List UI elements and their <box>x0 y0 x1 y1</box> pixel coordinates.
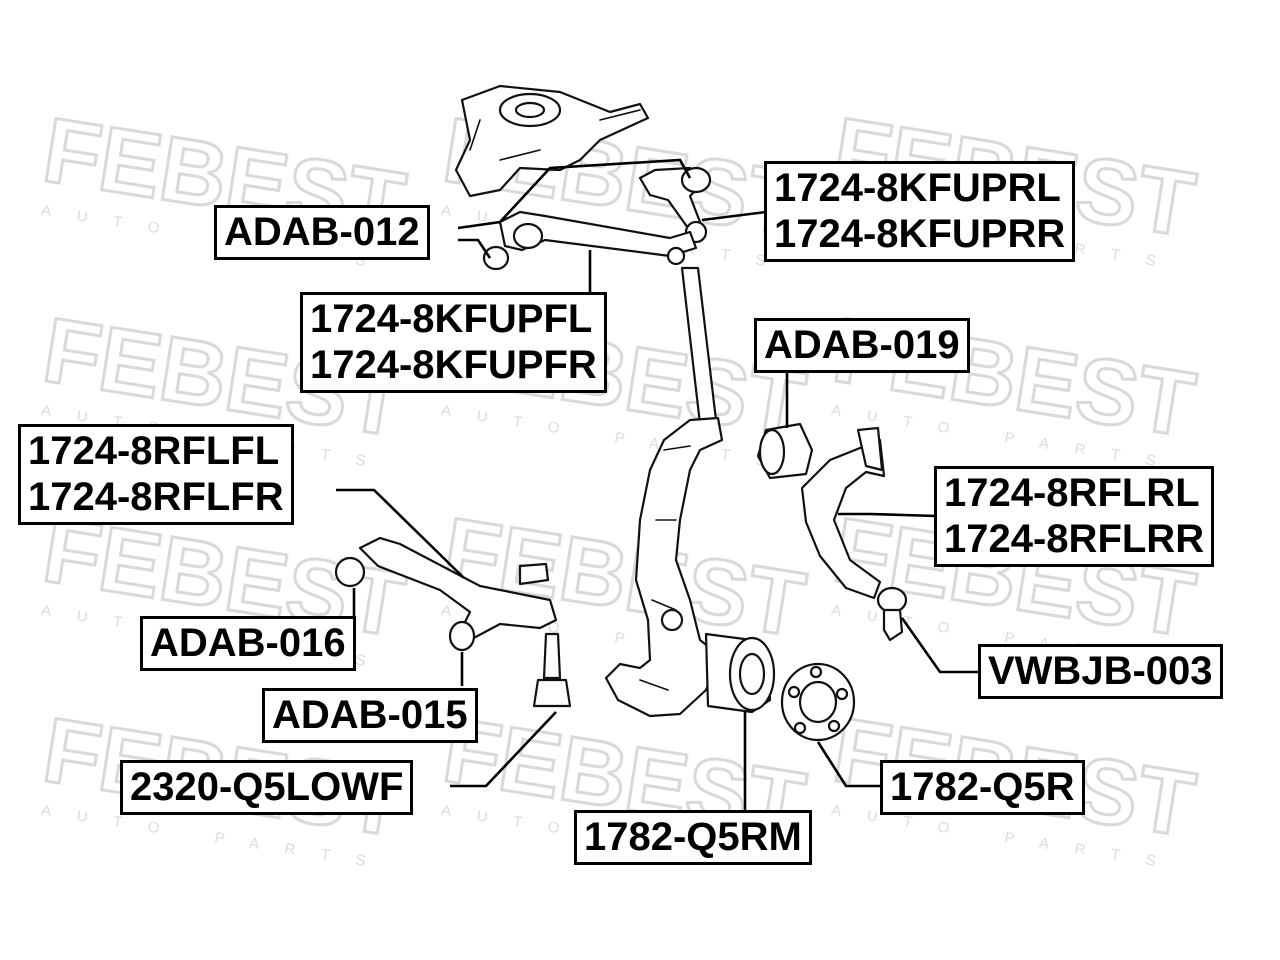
label-2320-q5lowf: 2320-Q5LOWF <box>120 760 414 815</box>
wheel-hub-drawing <box>780 662 856 742</box>
leader-line <box>900 617 980 674</box>
label-adab-019: ADAB-019 <box>754 318 970 373</box>
wheel-bearing-drawing <box>704 632 776 714</box>
part-number: 1782-Q5R <box>890 765 1075 809</box>
knuckle-drawing <box>604 416 724 718</box>
part-number: 1782-Q5RM <box>584 815 802 859</box>
part-number: 1724-8KFUPRR <box>774 212 1066 256</box>
upper-front-arm-drawing <box>482 210 698 271</box>
leader-line <box>701 210 767 222</box>
label-1724-8rflf: 1724-8RFLFL 1724-8RFLFR <box>18 424 294 525</box>
leader-lines <box>336 158 980 814</box>
label-adab-015: ADAB-015 <box>262 688 478 743</box>
part-number: ADAB-015 <box>272 693 468 737</box>
part-number: 1724-8RFLRR <box>944 517 1205 561</box>
label-adab-012: ADAB-012 <box>214 205 430 260</box>
upper-mount-drawing <box>454 84 650 198</box>
leader-line <box>457 158 692 230</box>
label-1724-8kfupr: 1724-8KFUPRL 1724-8KFUPRR <box>764 161 1076 262</box>
part-number: 1724-8RFLRL <box>944 471 1200 515</box>
label-1782-q5r: 1782-Q5R <box>880 760 1085 815</box>
part-number: 1724-8KFUPRL <box>774 166 1061 210</box>
lower-ball-joint-drawing <box>532 632 572 708</box>
label-vwbjb-003: VWBJB-003 <box>978 644 1223 699</box>
outer-ball-joint-drawing <box>876 586 908 642</box>
leader-line <box>458 238 492 259</box>
part-number: ADAB-016 <box>150 621 346 665</box>
leader-line <box>336 488 465 579</box>
leader-line <box>838 512 937 518</box>
label-1724-8kfupf: 1724-8KFUPFL 1724-8KFUPFR <box>300 292 607 393</box>
part-number: VWBJB-003 <box>988 649 1213 693</box>
part-number: 2320-Q5LOWF <box>130 765 404 809</box>
label-1782-q5rm: 1782-Q5RM <box>574 810 812 865</box>
leader-line <box>450 711 557 788</box>
part-number: 1724-8KFUPFL <box>310 297 593 341</box>
label-adab-016: ADAB-016 <box>140 616 356 671</box>
part-number: ADAB-019 <box>764 323 960 367</box>
part-number: 1724-8KFUPFR <box>310 343 597 387</box>
rear-lower-arm-drawing <box>756 422 886 600</box>
front-lower-arm-drawing <box>334 536 558 652</box>
leader-line <box>816 741 882 788</box>
part-number: 1724-8RFLFL <box>28 429 280 473</box>
part-number: ADAB-012 <box>224 210 420 254</box>
part-number: 1724-8RFLFR <box>28 475 284 519</box>
label-1724-8rflr: 1724-8RFLRL 1724-8RFLRR <box>934 466 1215 567</box>
